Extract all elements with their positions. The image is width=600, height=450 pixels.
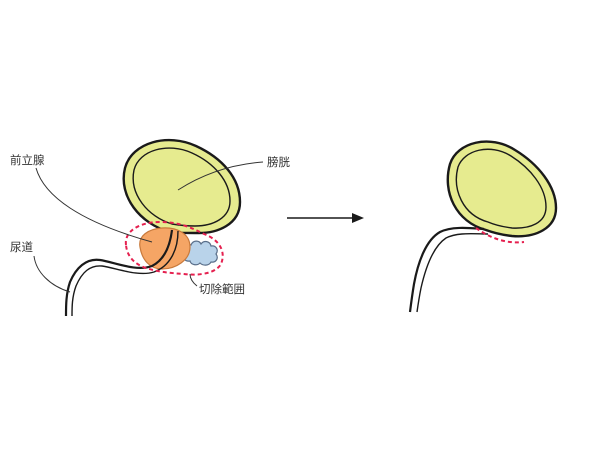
urethra-inner bbox=[71, 230, 179, 317]
prostate bbox=[139, 227, 191, 270]
after-group bbox=[408, 140, 558, 313]
bladder-outer bbox=[122, 138, 242, 235]
label-resection-area: 切除範囲 bbox=[199, 282, 245, 296]
leader-urethra bbox=[33, 255, 71, 293]
leader-resection bbox=[189, 273, 198, 287]
before-group bbox=[33, 138, 264, 317]
seminal-vesicle bbox=[181, 240, 218, 266]
urethra-outer-after bbox=[408, 226, 485, 313]
leader-bladder bbox=[177, 161, 264, 191]
label-urethra: 尿道 bbox=[10, 240, 33, 254]
bladder-outer-after bbox=[446, 140, 558, 238]
label-bladder: 膀胱 bbox=[267, 155, 290, 169]
label-prostate: 前立腺 bbox=[10, 153, 45, 167]
right-arrow-icon bbox=[287, 213, 364, 223]
urethra-inner-after bbox=[416, 232, 489, 313]
resection-outline bbox=[124, 220, 224, 276]
leader-prostate bbox=[35, 167, 153, 243]
urethra-outer bbox=[64, 229, 174, 317]
bladder-inner-after bbox=[455, 148, 547, 229]
bladder-inner bbox=[132, 147, 231, 227]
